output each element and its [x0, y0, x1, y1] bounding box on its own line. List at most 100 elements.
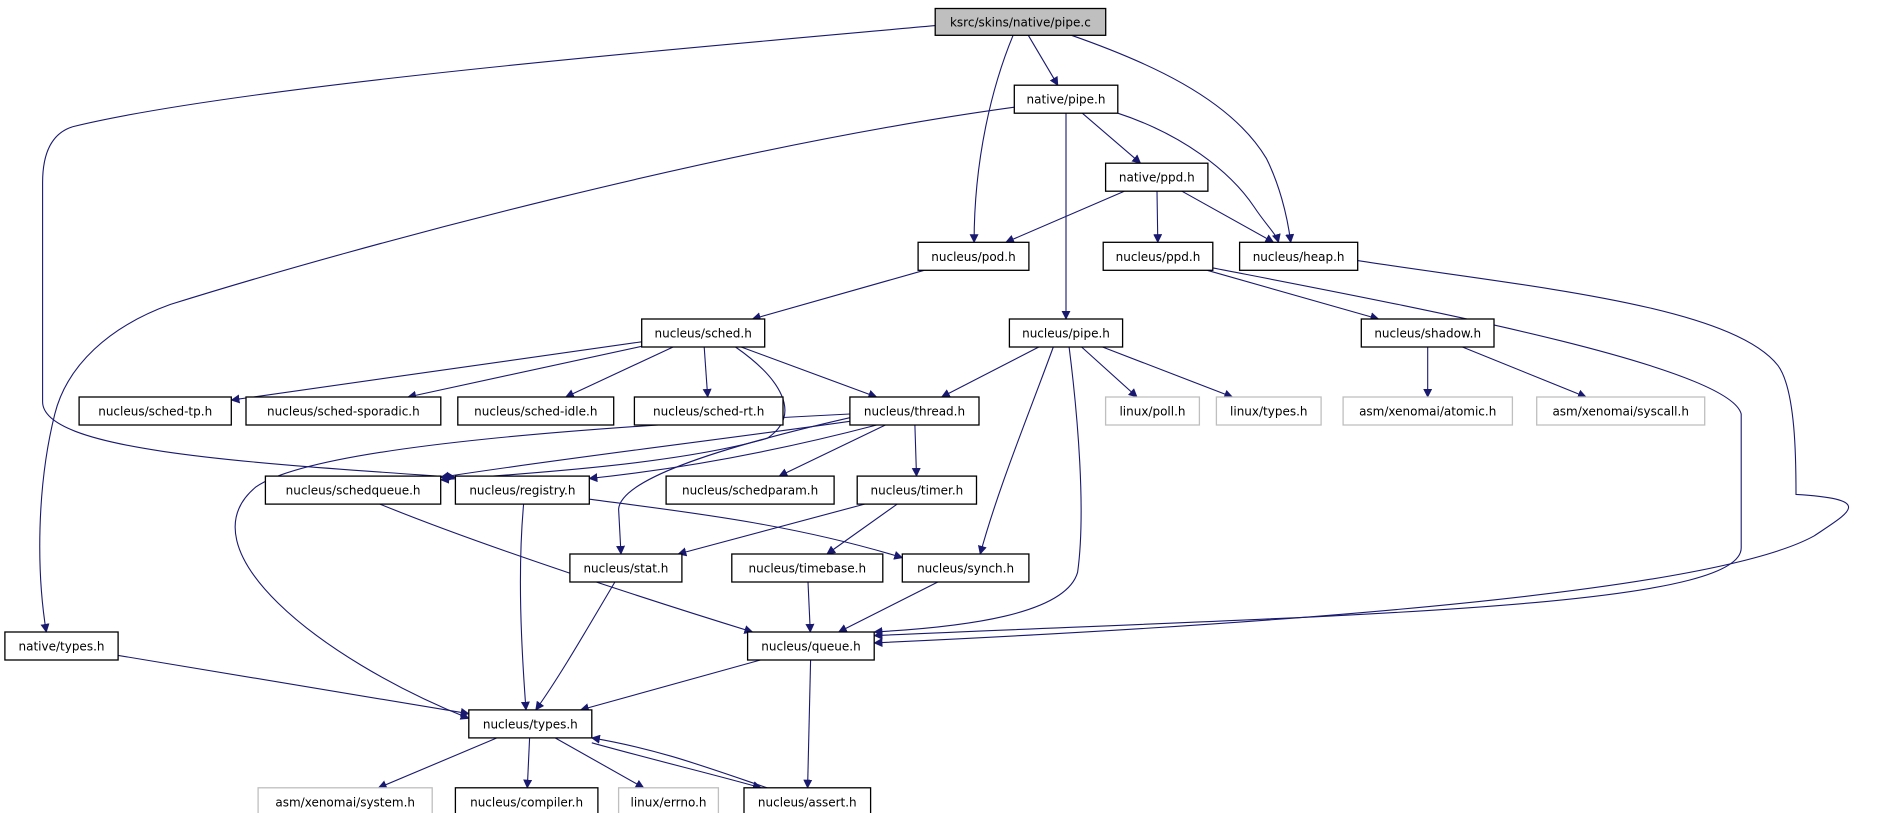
edge-native_pipe_h-to-nucleus_heap_h [1117, 112, 1281, 244]
node-label: nucleus/sched.h [655, 327, 752, 341]
node-linux-types-h[interactable]: linux/types.h [1215, 396, 1322, 426]
node-xeno-atomic-h[interactable]: asm/xenomai/atomic.h [1342, 396, 1514, 426]
node-box [4, 631, 119, 661]
node-nucleus-pipe-h[interactable]: nucleus/pipe.h [1008, 318, 1124, 348]
edge-queue_h-to-assert_h [803, 659, 813, 789]
node-nucleus-shadow-h[interactable]: nucleus/shadow.h [1360, 318, 1495, 348]
edge-timer_h-to-timebase_h [826, 503, 898, 555]
node-thread-h[interactable]: nucleus/thread.h [849, 396, 980, 426]
node-synch-h[interactable]: nucleus/synch.h [901, 553, 1030, 583]
node-label: native/types.h [18, 640, 104, 654]
node-box [743, 787, 872, 813]
node-box [617, 787, 720, 813]
node-native-ppd-h[interactable]: native/ppd.h [1104, 162, 1209, 192]
edge-nucleus_pipe_h-to-linux_types_h [1102, 346, 1234, 399]
node-label: linux/types.h [1230, 405, 1308, 419]
node-linux-poll-h[interactable]: linux/poll.h [1104, 396, 1201, 426]
node-box [264, 475, 442, 505]
edge-thread_h-to-registry_h [588, 424, 877, 483]
node-sched-tp-h[interactable]: nucleus/sched-tp.h [78, 396, 232, 426]
node-label: nucleus/shadow.h [1374, 327, 1481, 341]
node-box [1104, 162, 1209, 192]
node-box [633, 396, 784, 426]
edge-nucleus_types_h-to-compiler_h [523, 737, 533, 789]
node-sched-sporadic-h[interactable]: nucleus/sched-sporadic.h [245, 396, 442, 426]
node-label: native/pipe.h [1027, 93, 1106, 107]
node-timebase-h[interactable]: nucleus/timebase.h [731, 553, 884, 583]
node-nucleus-ppd-h[interactable]: nucleus/ppd.h [1102, 241, 1214, 271]
node-box [569, 553, 683, 583]
node-box [454, 787, 599, 813]
edge-nucleus_sched_h-to-thread_h [740, 346, 878, 399]
node-box [934, 7, 1107, 36]
edge-timebase_h-to-queue_h [805, 581, 815, 633]
node-label: nucleus/registry.h [469, 484, 575, 498]
edge-nucleus_types_h-to-linux_errno_h [554, 737, 645, 789]
node-native-types-h[interactable]: native/types.h [4, 631, 119, 661]
node-box [856, 475, 978, 505]
node-box [641, 318, 766, 348]
node-box [245, 396, 442, 426]
edge-native_ppd_h-to-nucleus_heap_h [1181, 190, 1275, 243]
node-box [78, 396, 232, 426]
node-box [665, 475, 835, 505]
node-box [1102, 241, 1214, 271]
edge-nucleus_sched_h-to-schedqueue_h [439, 346, 786, 484]
node-label: nucleus/queue.h [761, 640, 860, 654]
node-label: asm/xenomai/atomic.h [1359, 405, 1496, 419]
edge-thread_h-to-schedqueue_h [439, 420, 850, 481]
node-pipe-c[interactable]: ksrc/skins/native/pipe.c [934, 7, 1107, 36]
node-label: nucleus/compiler.h [470, 795, 583, 809]
node-label: nucleus/schedqueue.h [286, 484, 421, 498]
edge-nucleus_types_h-to-assert_h [591, 742, 762, 790]
node-label: native/ppd.h [1119, 171, 1195, 185]
edge-pipe_c-to-registry_h [42, 25, 936, 482]
node-label: nucleus/thread.h [864, 405, 965, 419]
edge-native_pipe_h-to-native_ppd_h [1081, 112, 1142, 164]
node-xeno-syscall-h[interactable]: asm/xenomai/syscall.h [1536, 396, 1706, 426]
node-queue-h[interactable]: nucleus/queue.h [746, 631, 875, 661]
edge-nucleus_pipe_h-to-linux_poll_h [1081, 346, 1138, 398]
node-linux-errno-h[interactable]: linux/errno.h [617, 787, 720, 813]
node-xeno-system-h[interactable]: asm/xenomai/system.h [257, 787, 433, 813]
edge-thread_h-to-stat_h [616, 417, 851, 555]
edge-nucleus_types_h-to-xeno_system_h [377, 737, 498, 789]
node-sched-idle-h[interactable]: nucleus/sched-idle.h [457, 396, 615, 426]
edge-nucleus_sched_h-to-sched_idle_h [564, 346, 674, 398]
node-box [468, 709, 593, 739]
node-compiler-h[interactable]: nucleus/compiler.h [454, 787, 599, 813]
node-registry-h[interactable]: nucleus/registry.h [454, 475, 590, 505]
node-stat-h[interactable]: nucleus/stat.h [569, 553, 683, 583]
node-sched-rt-h[interactable]: nucleus/sched-rt.h [633, 396, 784, 426]
node-box [901, 553, 1030, 583]
node-timer-h[interactable]: nucleus/timer.h [856, 475, 978, 505]
node-box [849, 396, 980, 426]
node-label: nucleus/pod.h [931, 250, 1015, 264]
edge-queue_h-to-nucleus_types_h [579, 659, 761, 713]
node-native-pipe-h[interactable]: native/pipe.h [1013, 84, 1119, 114]
node-label: nucleus/schedparam.h [682, 484, 818, 498]
edge-thread_h-to-timer_h [911, 424, 921, 477]
edge-native_ppd_h-to-nucleus_pod_h [1005, 190, 1125, 244]
node-nucleus-types-h[interactable]: nucleus/types.h [468, 709, 593, 739]
node-box [917, 241, 1030, 271]
node-box [746, 631, 875, 661]
node-label: nucleus/sched-tp.h [98, 405, 212, 419]
node-assert-h[interactable]: nucleus/assert.h [743, 787, 872, 813]
edge-native_ppd_h-to-nucleus_ppd_h [1153, 191, 1163, 244]
node-label: nucleus/stat.h [583, 562, 668, 576]
node-box [1360, 318, 1495, 348]
node-schedqueue-h[interactable]: nucleus/schedqueue.h [264, 475, 442, 505]
edge-timer_h-to-stat_h [677, 503, 865, 557]
node-nucleus-heap-h[interactable]: nucleus/heap.h [1238, 241, 1359, 271]
edge-pipe_c-to-nucleus_heap_h [1071, 34, 1295, 244]
node-nucleus-pod-h[interactable]: nucleus/pod.h [917, 241, 1030, 271]
edge-schedqueue_h-to-queue_h [379, 503, 754, 634]
edge-native_types_h-to-nucleus_types_h [118, 654, 470, 717]
node-schedparam-h[interactable]: nucleus/schedparam.h [665, 475, 835, 505]
node-label: nucleus/ppd.h [1116, 250, 1201, 264]
node-label: nucleus/assert.h [758, 795, 857, 809]
node-nucleus-sched-h[interactable]: nucleus/sched.h [641, 318, 766, 348]
